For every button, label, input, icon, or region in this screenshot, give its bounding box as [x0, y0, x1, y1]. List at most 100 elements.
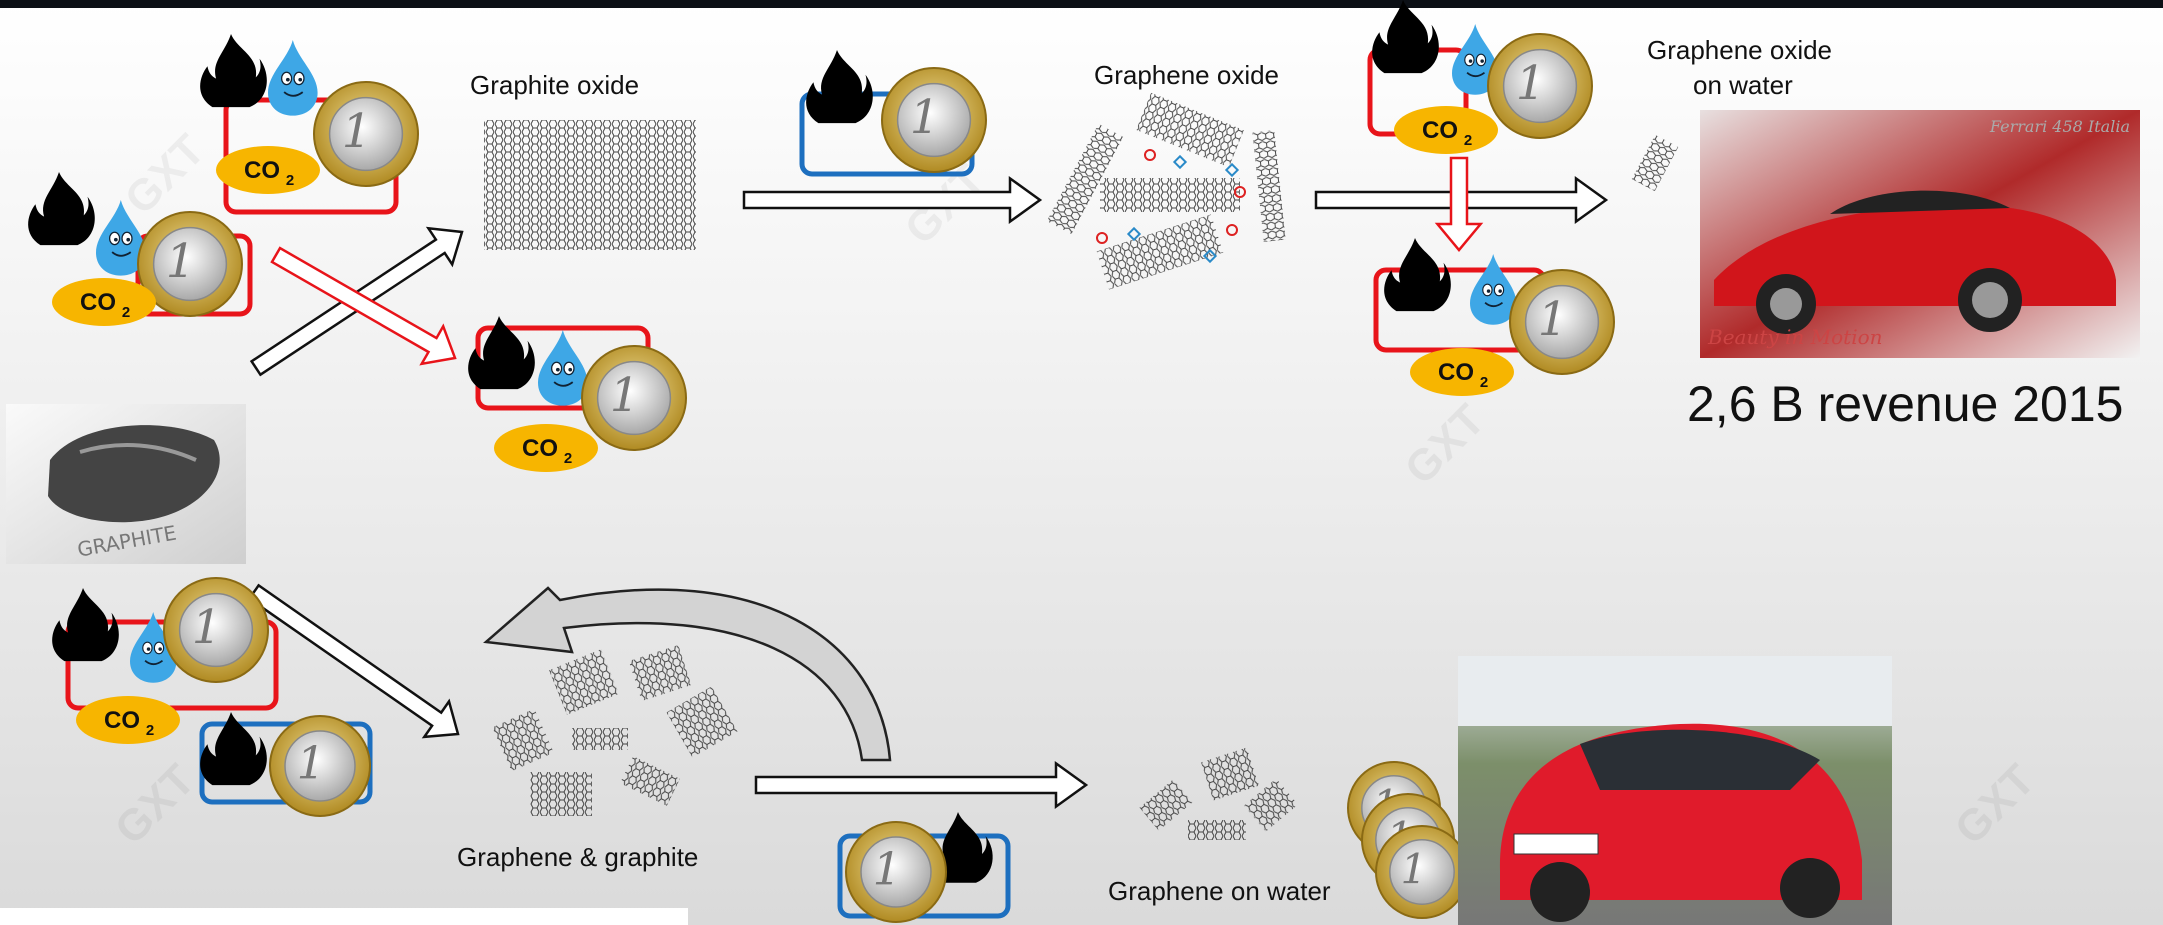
- co2-badge: CO 2: [494, 424, 598, 472]
- top-bar: [0, 0, 2163, 8]
- co2-subscript: 2: [1480, 374, 1488, 391]
- flame-icon: [468, 316, 535, 390]
- graphene-on-water-label: Graphene on water: [1108, 876, 1331, 906]
- euro-coin-icon: 1: [269, 715, 371, 817]
- water-drop-icon: [130, 612, 177, 683]
- flame-icon: [1372, 0, 1439, 74]
- co2-badge: CO 2: [1410, 348, 1514, 396]
- process-arrow: [742, 175, 1043, 225]
- flame-icon: [28, 172, 95, 246]
- water-drop-icon: [268, 40, 318, 116]
- euro-coin-icon: 1: [313, 81, 419, 187]
- water-drop-icon: [1470, 254, 1517, 325]
- graphene-sheet-icon: [1631, 134, 1679, 192]
- building-background: [1458, 656, 1892, 726]
- ferrari-signature: Ferrari 458 Italia: [1989, 117, 2130, 136]
- graphene-sheet-icon: [1136, 92, 1244, 168]
- euro-coin-icon: 1: [845, 821, 947, 923]
- graphene-sheet-icon: [492, 708, 554, 772]
- euro-coin-icon: 1: [1375, 825, 1469, 919]
- euro-coin-icon: 1: [1487, 33, 1593, 139]
- co2-subscript: 2: [1464, 132, 1472, 149]
- coin-numeral: 1: [910, 91, 940, 145]
- coin-numeral: 1: [342, 105, 372, 159]
- graphene-sheet-icon: [666, 686, 738, 758]
- co2-text: CO: [80, 289, 116, 316]
- co2-subscript: 2: [286, 172, 294, 189]
- graphene-sheet-icon: [1243, 778, 1299, 832]
- graphene-sheet-icon: [1139, 779, 1193, 831]
- euro-coin-icon: 1: [581, 345, 687, 451]
- fiat-windshield: [1580, 729, 1820, 790]
- coin-numeral: 1: [1401, 846, 1427, 894]
- graphene-sheet-icon: [1100, 178, 1240, 212]
- ferrari-windshield: [1830, 190, 2010, 214]
- hydroxyl-marker: [1224, 162, 1240, 178]
- euro-coin-icon: 1: [137, 211, 243, 317]
- graphene-graphite-label: Graphene & graphite: [457, 842, 699, 872]
- graphene-sheet-icon: [1188, 820, 1246, 840]
- car-photo: Beauty in Motion Ferrari 458 Italia: [1700, 110, 2140, 358]
- license-plate: [1513, 833, 1599, 855]
- co2-text: CO: [522, 435, 558, 462]
- euro-coin-icon: 1: [163, 577, 269, 683]
- graphite-photo: GRAPHITE: [6, 404, 246, 564]
- oxygen-marker: [1144, 149, 1156, 161]
- curved-return-arrow: [483, 586, 892, 762]
- hydroxyl-marker: [1126, 226, 1142, 242]
- coin-numeral: 1: [610, 369, 640, 423]
- water-drop-icon: [538, 330, 588, 406]
- hydroxyl-marker: [1172, 154, 1188, 170]
- co2-badge: CO 2: [76, 696, 180, 744]
- graphene-sheet-icon: [484, 120, 696, 250]
- graphene-sheet-icon: [620, 756, 680, 806]
- co2-subscript: 2: [122, 304, 130, 321]
- process-arrow: [1434, 156, 1484, 252]
- water-drop-icon: [1452, 24, 1499, 95]
- co2-text: CO: [104, 707, 140, 734]
- co2-subscript: 2: [564, 450, 572, 467]
- graphene-sheet-icon: [1096, 214, 1224, 290]
- hydroxyl-marker: [1202, 248, 1218, 264]
- flame-icon: [52, 588, 119, 662]
- graphene-sheet-icon: [1200, 747, 1260, 801]
- ferrari-caption: Beauty in Motion: [1707, 325, 1883, 349]
- graphene-oxide-on-water-label-line2: on water: [1693, 70, 1793, 100]
- flame-icon: [806, 50, 873, 124]
- flame-icon: [200, 712, 267, 786]
- flame-icon: [200, 34, 267, 108]
- co2-badge: CO 2: [52, 278, 156, 326]
- co2-text: CO: [1422, 117, 1458, 144]
- coin-numeral: 1: [1538, 293, 1568, 347]
- oxygen-marker: [1234, 186, 1246, 198]
- euro-coin-icon: 1: [881, 67, 987, 173]
- oxygen-marker: [1096, 232, 1108, 244]
- graphene-sheet-icon: [572, 728, 628, 750]
- graphene-sheet-icon: [549, 649, 619, 715]
- revenue-label: 2,6 B revenue 2015: [1687, 376, 2124, 432]
- graphene-sheet-icon: [530, 772, 592, 816]
- graphene-oxide-on-water-label-line1: Graphene oxide: [1647, 35, 1833, 65]
- coin-numeral: 1: [1516, 57, 1546, 111]
- co2-badge: CO 2: [1394, 106, 1498, 154]
- co2-badge: CO 2: [216, 146, 320, 194]
- euro-coin-icon: 1: [1509, 269, 1615, 375]
- coin-numeral: 1: [166, 235, 196, 289]
- water-drop-icon: [96, 200, 146, 276]
- footer-card: [0, 908, 688, 925]
- flame-icon: [1384, 238, 1451, 312]
- car-photo: [1458, 656, 1892, 925]
- co2-text: CO: [244, 157, 280, 184]
- graphene-sheet-icon: [1252, 130, 1286, 242]
- process-arrow: [247, 583, 460, 739]
- graphene-sheet-icon: [1046, 123, 1124, 235]
- process-arrow: [754, 760, 1089, 810]
- graphene-oxide-label: Graphene oxide: [1094, 60, 1280, 90]
- fiat-wheel: [1530, 862, 1590, 922]
- graphite-oxide-label: Graphite oxide: [470, 70, 640, 100]
- graphene-sheet-icon: [628, 644, 692, 702]
- fiat-wheel: [1780, 858, 1840, 918]
- co2-text: CO: [1438, 359, 1474, 386]
- co2-subscript: 2: [146, 722, 154, 739]
